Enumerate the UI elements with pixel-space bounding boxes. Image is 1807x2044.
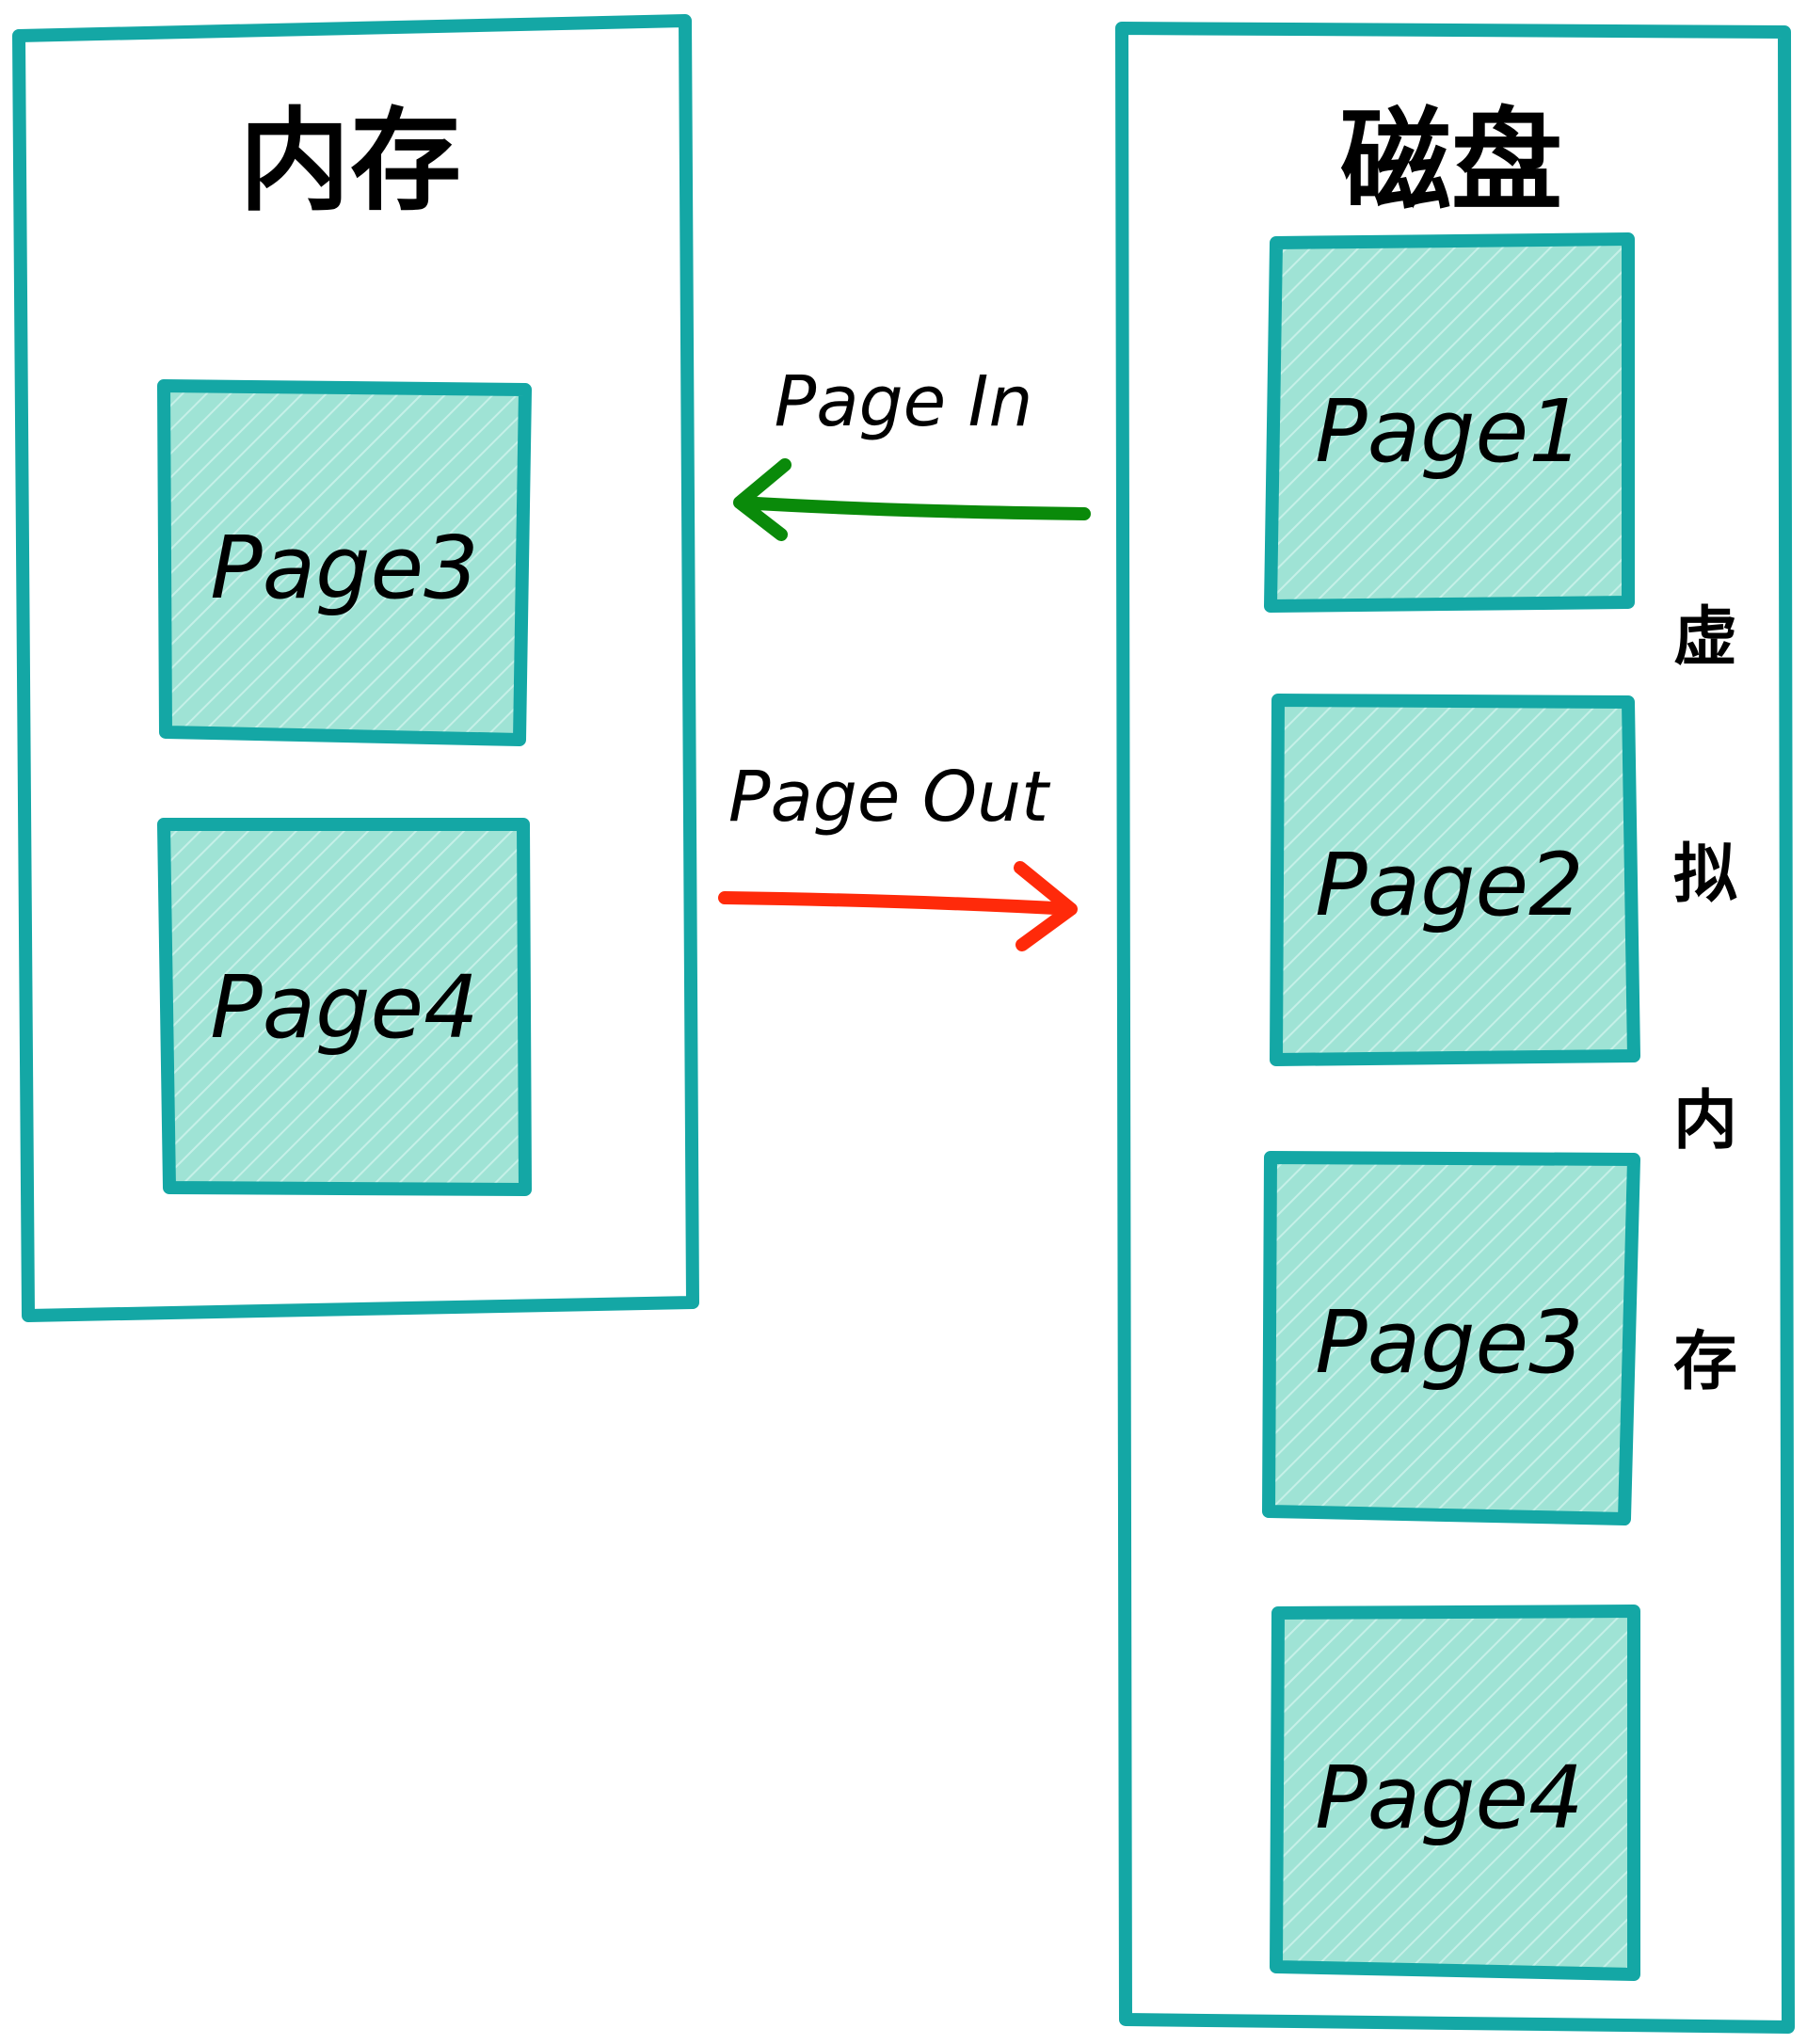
- memory-frame: [12, 14, 699, 1322]
- disk-page-card: Page1: [1264, 232, 1635, 613]
- disk-page-card: Page4: [1270, 1605, 1640, 1981]
- page-in-arrow-group: Page In: [733, 361, 1091, 541]
- disk-title: 磁盘: [1340, 96, 1562, 226]
- memory-page-label: Page4: [210, 957, 478, 1058]
- page-in-arrow: [733, 458, 1091, 541]
- virtual-memory-char: 拟: [1673, 838, 1737, 912]
- disk-page-label: Page2: [1315, 835, 1583, 935]
- disk-page-label: Page3: [1315, 1292, 1583, 1393]
- disk-page-label: Page4: [1315, 1748, 1583, 1848]
- disk-page-card: Page3: [1262, 1151, 1640, 1525]
- disk-page-box: [1270, 694, 1640, 1066]
- memory-page-box: [157, 818, 532, 1196]
- page-in-label: Page In: [775, 361, 1033, 442]
- virtual-memory-char: 虚: [1673, 600, 1737, 675]
- disk-frame: [1115, 22, 1795, 2034]
- disk-page-box: [1264, 232, 1635, 613]
- disk-container: 磁盘 Page1 Page2 Page3 Page4 虚 拟 内 存: [1115, 22, 1795, 2034]
- virtual-memory-char: 内: [1673, 1084, 1737, 1158]
- disk-page-label: Page1: [1315, 381, 1583, 482]
- memory-page-card: Page4: [157, 818, 532, 1196]
- memory-page-box: [157, 379, 532, 746]
- virtual-memory-label: 虚 拟 内 存: [1673, 600, 1737, 1399]
- memory-page-label: Page3: [210, 518, 478, 618]
- page-out-arrow: [718, 861, 1078, 951]
- page-out-arrow-group: Page Out: [718, 757, 1078, 951]
- page-out-label: Page Out: [728, 757, 1051, 838]
- disk-page-box: [1262, 1151, 1640, 1525]
- disk-page-card: Page2: [1270, 694, 1640, 1066]
- memory-page-card: Page3: [157, 379, 532, 746]
- virtual-memory-char: 存: [1673, 1325, 1737, 1399]
- disk-page-box: [1270, 1605, 1640, 1981]
- memory-container: 内存 Page3 Page4: [12, 14, 699, 1322]
- memory-title: 内存: [239, 96, 461, 226]
